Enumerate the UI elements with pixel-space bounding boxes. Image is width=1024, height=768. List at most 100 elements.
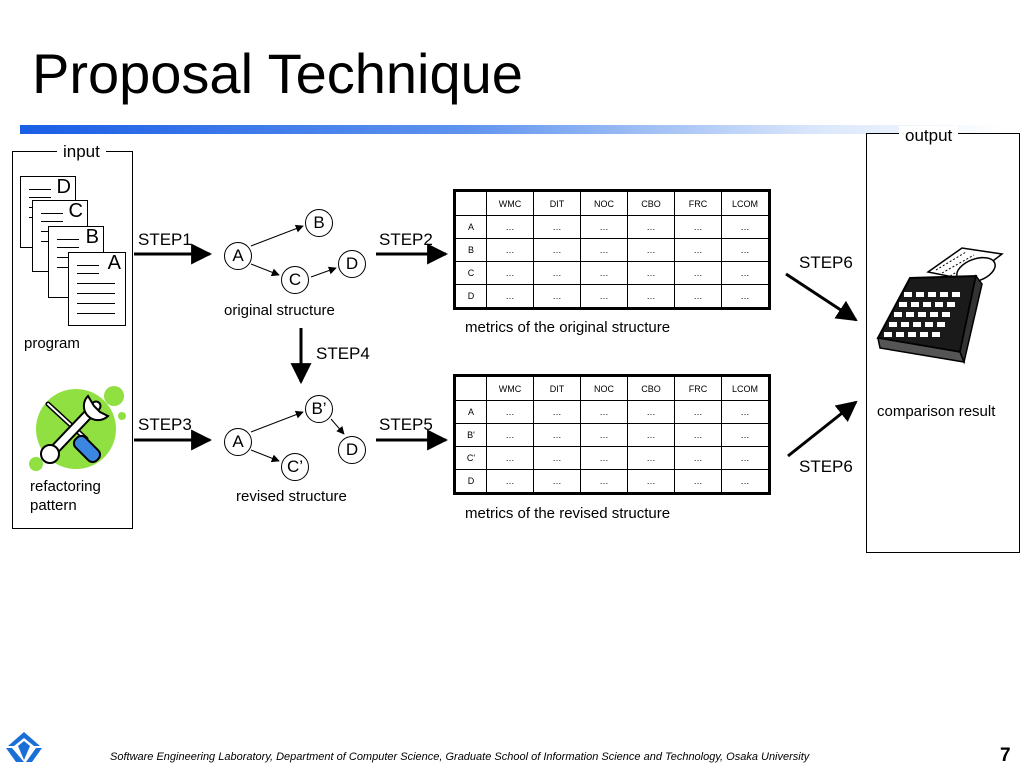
edge-c-d [310, 266, 337, 278]
revised-metrics-table: WMC DIT NOC CBO FRC LCOM A … … … … … … B… [453, 374, 771, 495]
comparison-result-label: comparison result [877, 403, 996, 420]
page-number: 7 [1000, 745, 1011, 766]
table-cell: … [674, 400, 722, 424]
table-cell: … [674, 261, 722, 285]
edge-a-b-prime [250, 410, 304, 433]
table-cell: … [627, 215, 675, 239]
edge-a-c [250, 263, 280, 277]
column-header-cbo: CBO [627, 190, 675, 216]
column-header-wmc: WMC [486, 375, 534, 401]
table-cell: … [580, 284, 628, 309]
table-cell: … [627, 238, 675, 262]
node-b-prime-revised: B’ [305, 395, 333, 423]
table-header-row: WMC DIT NOC CBO FRC LCOM [454, 375, 770, 401]
table-cell: … [674, 469, 722, 494]
edge-a-c-prime [250, 449, 280, 463]
table-cell: … [721, 423, 770, 447]
table-cell: … [533, 400, 581, 424]
table-cell: … [627, 400, 675, 424]
row-label: A [454, 400, 487, 424]
table-cell: … [580, 469, 628, 494]
edge-a-b [250, 224, 304, 247]
table-cell: … [721, 238, 770, 262]
table-cell: … [721, 400, 770, 424]
table-cell: … [627, 261, 675, 285]
revised-metrics-caption: metrics of the revised structure [465, 505, 671, 522]
node-d-revised: D [338, 436, 366, 464]
table-cell: … [533, 469, 581, 494]
program-label: program [24, 335, 80, 352]
input-legend: input [57, 142, 106, 162]
step1-label: STEP1 [138, 230, 192, 249]
row-label: B' [454, 423, 487, 447]
step6-lower-arrow [787, 400, 858, 458]
table-cell: … [533, 261, 581, 285]
table-row: A … … … … … … [454, 400, 770, 424]
table-row: B' … … … … … … [454, 423, 770, 447]
adding-machine-icon [876, 247, 1004, 365]
row-label: C [454, 261, 487, 285]
table-cell: … [627, 446, 675, 470]
table-cell: … [627, 469, 675, 494]
original-structure-caption: original structure [224, 302, 335, 319]
step6-upper-label: STEP6 [799, 253, 853, 272]
lab-logo-icon [6, 732, 42, 762]
table-cell: … [486, 284, 534, 309]
table-cell: … [486, 446, 534, 470]
original-metrics-caption: metrics of the original structure [465, 319, 671, 336]
column-header-frc: FRC [674, 190, 722, 216]
row-label: A [454, 215, 487, 239]
row-label: D [454, 284, 487, 309]
table-cell: … [580, 261, 628, 285]
footer-text: Software Engineering Laboratory, Departm… [110, 751, 810, 763]
table-header-row: WMC DIT NOC CBO FRC LCOM [454, 190, 770, 216]
table-cell: … [674, 284, 722, 309]
table-cell: … [721, 284, 770, 309]
table-cell: … [533, 215, 581, 239]
node-a-revised: A [224, 428, 252, 456]
table-cell: … [721, 469, 770, 494]
table-cell: … [533, 238, 581, 262]
slide-title: Proposal Technique [32, 42, 523, 105]
step6-upper-arrow [785, 272, 858, 322]
row-label: C' [454, 446, 487, 470]
column-header-noc: NOC [580, 375, 628, 401]
table-row: D … … … … … … [454, 284, 770, 309]
table-cell: … [627, 423, 675, 447]
column-header-dit: DIT [533, 375, 581, 401]
document-a: A [68, 252, 126, 326]
wrench-screwdriver-icon [29, 386, 126, 471]
column-header-noc: NOC [580, 190, 628, 216]
column-header-dit: DIT [533, 190, 581, 216]
table-cell: … [580, 423, 628, 447]
table-cell: … [674, 238, 722, 262]
document-stack-icon: D C B A [20, 176, 130, 326]
row-label: B [454, 238, 487, 262]
refactoring-label-line1: refactoring [30, 478, 101, 495]
table-cell: … [721, 446, 770, 470]
table-cell: … [674, 423, 722, 447]
step3-label: STEP3 [138, 415, 192, 434]
revised-structure-caption: revised structure [236, 488, 347, 505]
node-c-original: C [281, 266, 309, 294]
step2-label: STEP2 [379, 230, 433, 249]
table-cell: … [580, 446, 628, 470]
table-cell: … [721, 215, 770, 239]
table-cell: … [533, 446, 581, 470]
table-cell: … [533, 284, 581, 309]
table-corner-cell [454, 375, 487, 401]
output-legend: output [899, 126, 959, 146]
table-cell: … [721, 261, 770, 285]
table-row: A … … … … … … [454, 215, 770, 239]
column-header-cbo: CBO [627, 375, 675, 401]
node-c-prime-revised: C’ [281, 453, 309, 481]
step5-label: STEP5 [379, 415, 433, 434]
table-cell: … [674, 446, 722, 470]
refactoring-label-line2: pattern [30, 497, 77, 514]
table-cell: … [486, 400, 534, 424]
row-label: D [454, 469, 487, 494]
table-cell: … [486, 238, 534, 262]
table-cell: … [486, 423, 534, 447]
column-header-wmc: WMC [486, 190, 534, 216]
